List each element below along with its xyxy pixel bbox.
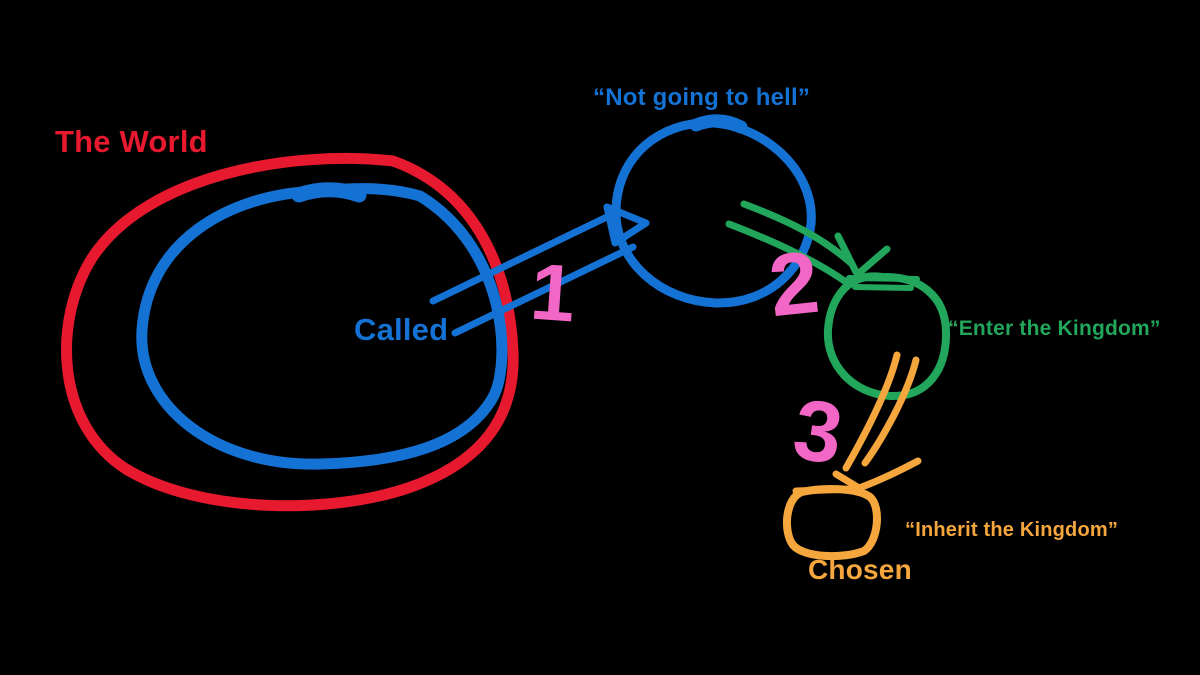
chosen-circle-top-stroke <box>792 485 859 495</box>
arrow-3-line-a <box>842 351 901 472</box>
enter-kingdom-label: “Enter the Kingdom” <box>948 317 1161 340</box>
arrow-2-end-bar-b <box>852 284 914 291</box>
arrow-2-head-barb-a <box>834 232 860 276</box>
arrow-1-line-a <box>429 210 617 305</box>
arrow-2-line-a <box>740 200 856 268</box>
not-going-to-hell-circle-outline <box>611 118 816 308</box>
world-circle-outline <box>61 152 519 512</box>
arrow-2-head-barb-b <box>854 245 891 278</box>
enter-kingdom-circle-outline <box>823 272 951 401</box>
arrow-1-head <box>603 203 650 247</box>
inherit-kingdom-label: “Inherit the Kingdom” <box>905 519 1119 541</box>
not-going-to-hell-circle-overdraw <box>689 114 748 134</box>
called-circle-outline <box>136 183 508 470</box>
called-circle-overdraw <box>291 182 367 203</box>
chosen-label: Chosen <box>808 554 912 585</box>
step-1-label: 1 <box>528 247 579 339</box>
arrow-2-line-b <box>725 220 850 286</box>
world-label: The World <box>55 124 208 159</box>
arrow-1-line-b <box>451 243 637 337</box>
arrow-3-line-b <box>861 356 920 467</box>
chosen-circle-outline <box>783 485 881 561</box>
not-going-to-hell-label: “Not going to hell” <box>593 84 811 111</box>
step-2-label: 2 <box>764 232 823 336</box>
step-3-label: 3 <box>788 381 849 483</box>
called-label: Called <box>354 312 449 347</box>
